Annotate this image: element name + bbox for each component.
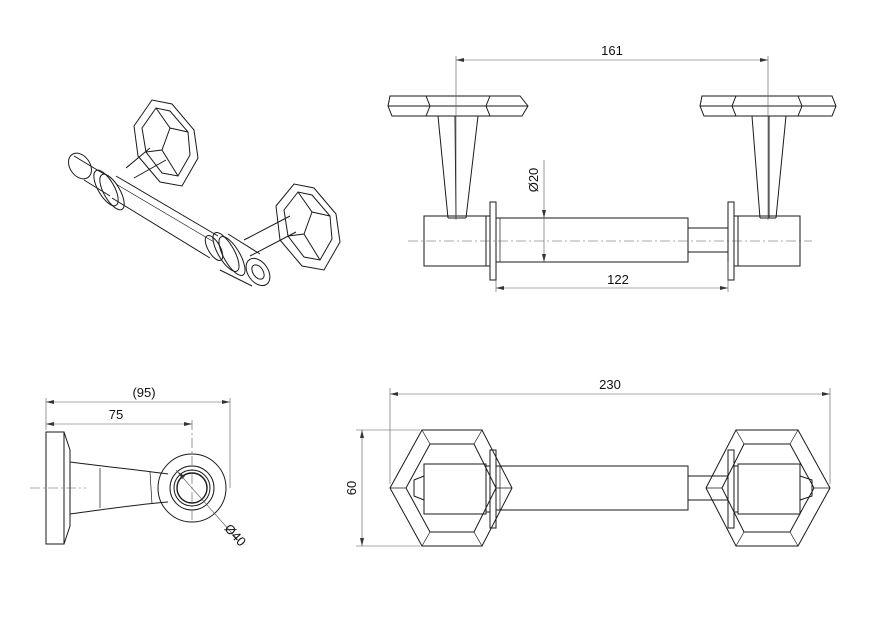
iso-tube bbox=[111, 175, 219, 259]
plan-right-block bbox=[727, 449, 813, 529]
dim-label-95: (95) bbox=[132, 385, 155, 400]
front-view: 161 Ø20 122 bbox=[387, 43, 837, 292]
dim-161: 161 bbox=[455, 43, 769, 220]
isometric-view bbox=[68, 99, 341, 287]
dim-122: 122 bbox=[495, 262, 729, 292]
dim-60: 60 bbox=[344, 429, 420, 547]
iso-left-end bbox=[68, 152, 125, 211]
side-end-cap-outer bbox=[157, 453, 227, 523]
dim-230: 230 bbox=[389, 377, 831, 484]
plan-left-rosette bbox=[389, 429, 513, 547]
dim-label-60: 60 bbox=[344, 481, 359, 495]
front-tube bbox=[495, 217, 729, 263]
dim-75: 75 bbox=[46, 407, 192, 426]
iso-left-rosette bbox=[133, 99, 199, 187]
dim-dia20: Ø20 bbox=[526, 160, 546, 262]
side-view: (95) 75 Ø40 bbox=[30, 385, 249, 549]
dim-label-161: 161 bbox=[601, 43, 623, 58]
iso-right-end bbox=[204, 232, 271, 287]
dim-label-dia40: Ø40 bbox=[222, 521, 250, 549]
iso-right-rosette bbox=[275, 183, 341, 271]
side-backplate bbox=[45, 431, 65, 545]
plan-right-rosette bbox=[705, 429, 831, 547]
dim-label-122: 122 bbox=[607, 272, 629, 287]
plan-view: 230 60 bbox=[344, 377, 831, 547]
dim-label-75: 75 bbox=[109, 407, 123, 422]
dim-label-dia20: Ø20 bbox=[526, 168, 541, 193]
plan-tube bbox=[495, 465, 729, 511]
dim-label-230: 230 bbox=[599, 377, 621, 392]
plan-left-block bbox=[413, 449, 497, 529]
front-left-rosette bbox=[387, 95, 529, 219]
iso-left-stem bbox=[125, 147, 167, 179]
side-arm bbox=[69, 461, 169, 515]
dim-95: (95) bbox=[45, 385, 231, 488]
